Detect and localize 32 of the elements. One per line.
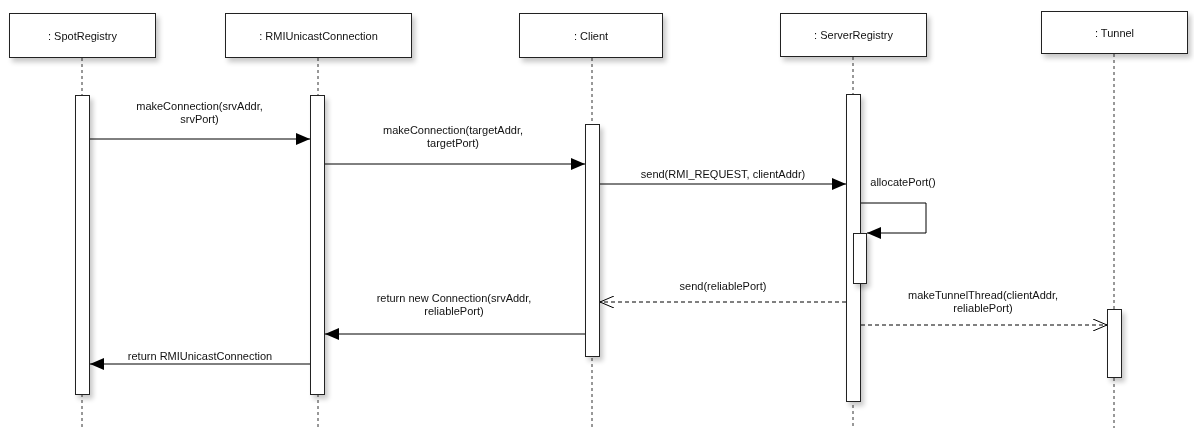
object-name: : RMIUnicastConnection	[259, 29, 378, 42]
activation-bar	[310, 95, 325, 395]
activation-bar	[75, 95, 90, 395]
activation-bar	[585, 124, 600, 357]
message-arrow	[324, 158, 586, 170]
object-name: : Client	[573, 29, 609, 42]
message-label: send(RMI_REQUEST, clientAddr)	[639, 168, 807, 181]
message-label: makeConnection(targetAddr, targetPort)	[382, 124, 524, 150]
message-arrow	[860, 202, 927, 239]
activation-bar	[1107, 309, 1122, 378]
message-label: allocatePort()	[869, 176, 937, 189]
return-arrow	[860, 318, 1108, 332]
message-label: send(reliablePort)	[678, 280, 768, 293]
lifeline-head-box	[780, 13, 927, 57]
message-label: makeConnection(srvAddr, srvPort)	[135, 100, 264, 126]
message-arrow	[89, 133, 311, 145]
object-name: : ServerRegistry	[814, 29, 893, 41]
object-name: : Tunnel	[1094, 26, 1135, 39]
message-label: return RMIUnicastConnection	[126, 350, 274, 363]
lifeline-head-box	[225, 13, 412, 58]
lifeline-head-box	[1041, 11, 1188, 54]
message-arrow	[324, 328, 586, 340]
message-arrow	[599, 178, 847, 190]
activation-bar	[853, 233, 867, 284]
object-name: : SpotRegistry	[47, 29, 118, 42]
activation-bar	[846, 94, 861, 402]
return-arrow	[599, 295, 847, 309]
lifeline-head-box	[9, 13, 156, 58]
message-label: return new Connection(srvAddr, reliablePort)	[375, 292, 533, 318]
lifeline-head-box	[519, 13, 663, 58]
message-label: makeTunnelThread(clientAddr, reliablePort)	[907, 289, 1059, 315]
message-arrow	[89, 358, 311, 370]
